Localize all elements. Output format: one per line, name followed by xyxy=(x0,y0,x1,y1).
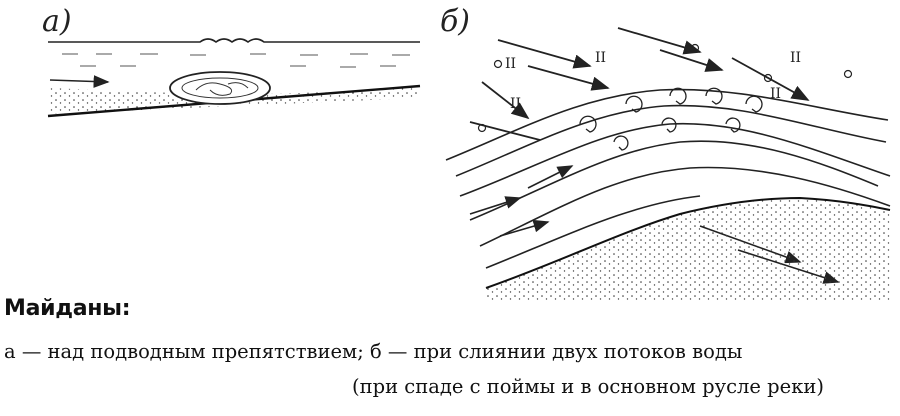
flow-arrow xyxy=(49,75,110,88)
water-hatching xyxy=(62,53,410,68)
bank-edge xyxy=(485,196,891,289)
caption-line-2: (при спаде с поймы и в основном русле ре… xyxy=(352,375,824,398)
whirlpools xyxy=(579,87,763,151)
panel-a-label: а) xyxy=(42,4,72,39)
underwater-obstacle xyxy=(169,71,271,105)
caption-line-1: а — над подводным препятствием; б — при … xyxy=(4,340,743,363)
diagram-canvas: II II II II II xyxy=(47,27,891,300)
caption-heading: Майданы: xyxy=(4,296,131,321)
water-surface xyxy=(48,38,420,43)
flow-mark: II xyxy=(595,50,606,66)
flow-mark: II xyxy=(505,56,516,72)
panel-a-diagram xyxy=(47,38,421,118)
flow-mark: II xyxy=(510,96,521,112)
flow-mark: II xyxy=(790,50,801,66)
panel-b-diagram: II II II II II xyxy=(445,27,891,300)
sandy-bank xyxy=(486,198,890,300)
panel-b-label: б) xyxy=(440,4,471,39)
floodplain-flow-arrows xyxy=(469,27,810,141)
maidan-figure: а) б) xyxy=(42,4,891,300)
flow-mark: II xyxy=(770,86,781,102)
channel-current-lines xyxy=(445,88,891,269)
